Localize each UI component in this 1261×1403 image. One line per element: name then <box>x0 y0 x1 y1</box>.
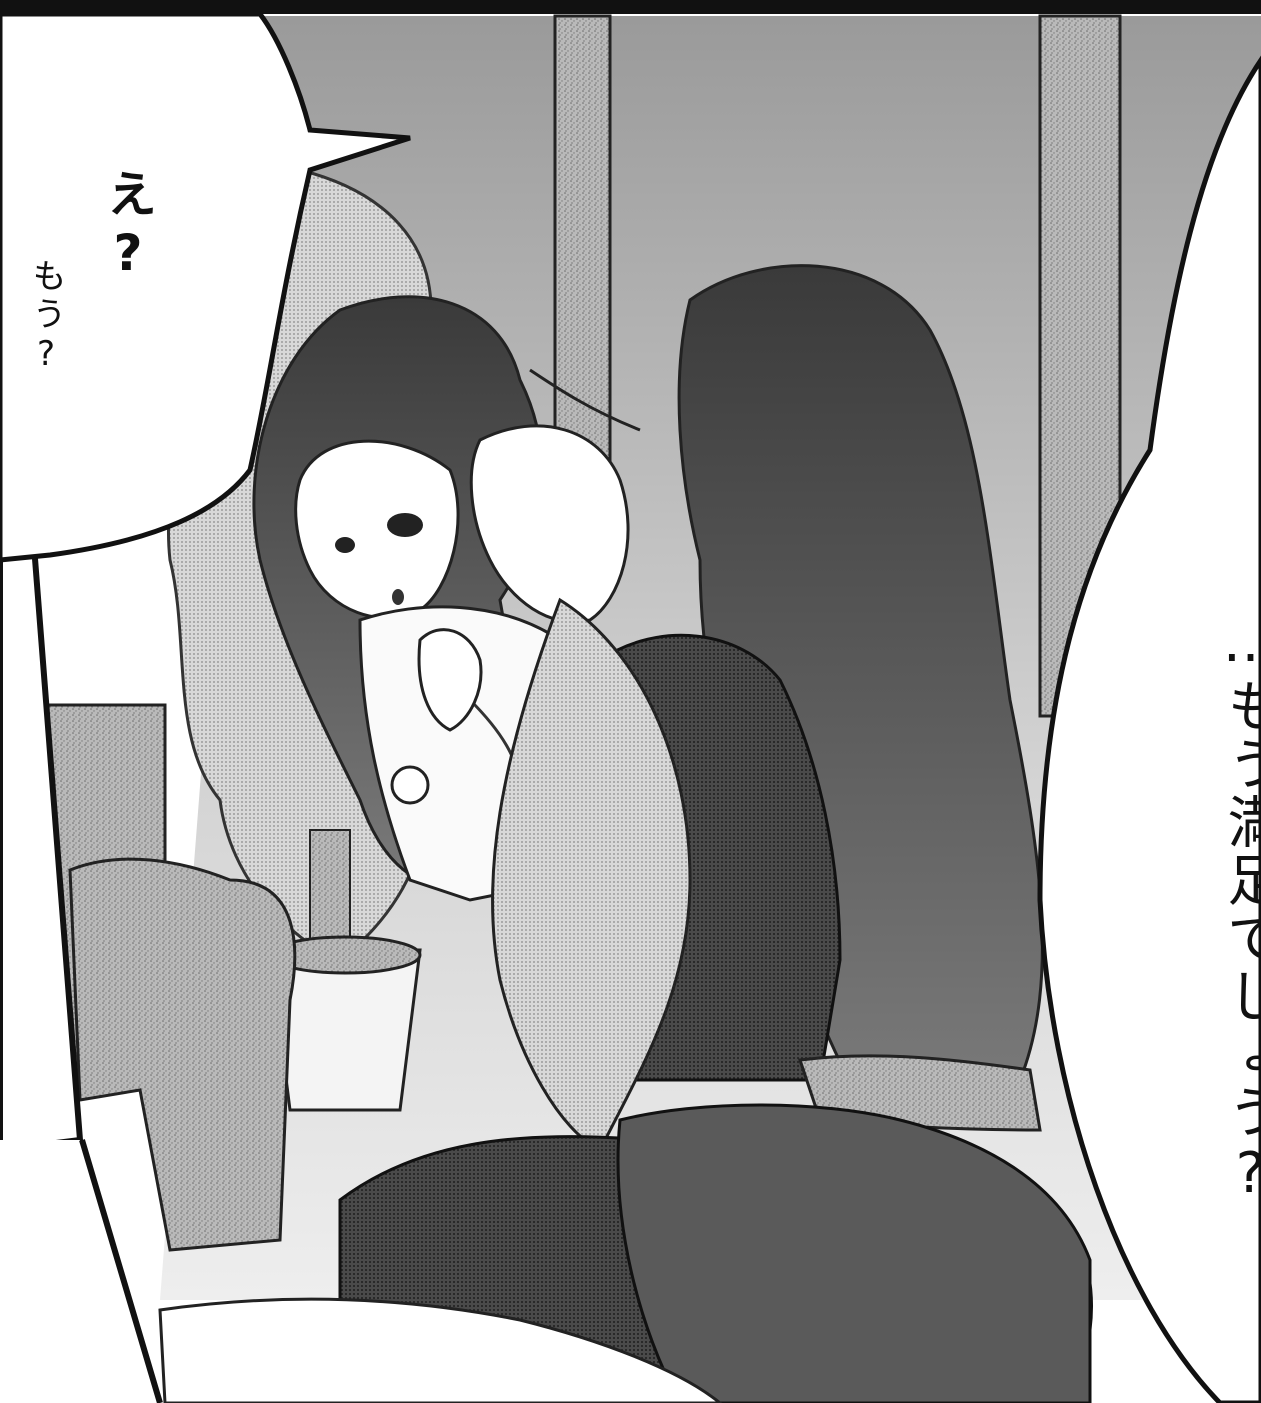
white-fur-fluff <box>469 368 641 624</box>
speech-text-e: え? <box>99 168 157 288</box>
armchair <box>68 857 297 1252</box>
speech-bubble-right <box>1037 55 1261 1403</box>
speech-text-satisfied: …もう満足でしょう? <box>1218 610 1261 1208</box>
panel-top-border <box>0 0 1261 14</box>
bed-sheet <box>158 1297 723 1403</box>
panel-left-frame <box>0 516 163 1403</box>
speech-text-mou: もう? <box>26 258 66 378</box>
speech-bubble-left <box>0 11 411 563</box>
